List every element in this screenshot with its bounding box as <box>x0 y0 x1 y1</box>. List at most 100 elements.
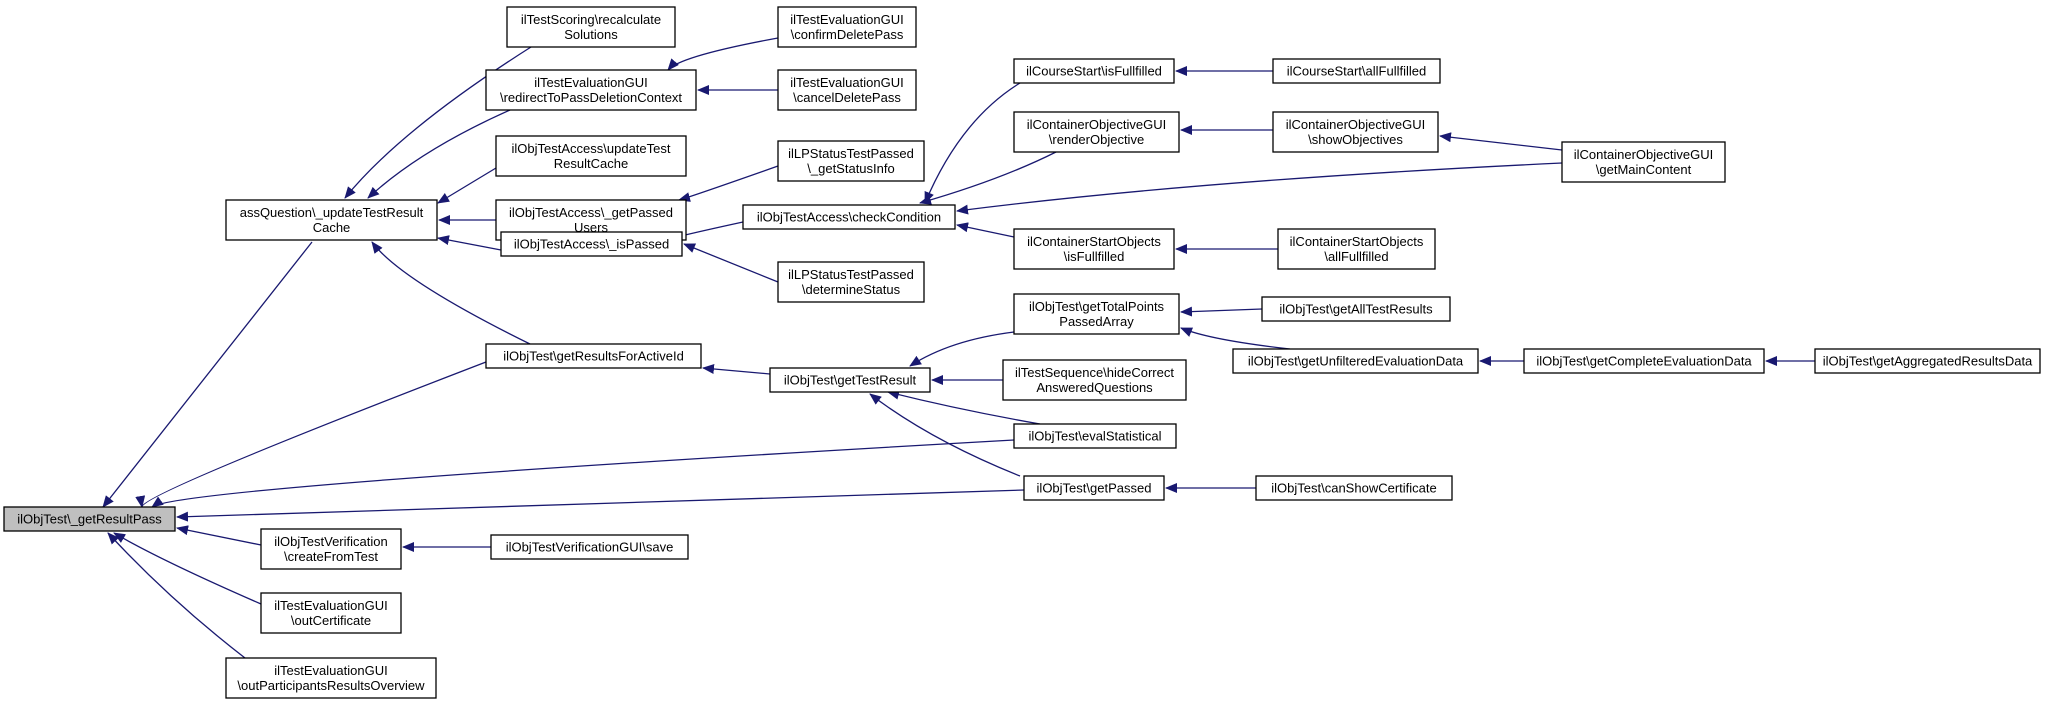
node-startall[interactable]: ilContainerStartObjects\allFullfilled <box>1277 228 1436 270</box>
edge-totalpoints-to-gettestresult <box>909 331 1015 367</box>
node-label: ilObjTestAccess\_isPassed <box>514 237 669 252</box>
edge-maincontent-to-checkcond <box>956 162 1563 215</box>
node-label: ilObjTest\getAggregatedResultsData <box>1823 354 2033 369</box>
node-label: \outCertificate <box>291 613 371 628</box>
node-label: ilObjTest\getResultsForActiveId <box>503 349 684 364</box>
node-box <box>225 199 438 241</box>
node-maincontent[interactable]: ilContainerObjectiveGUI\getMainContent <box>1561 141 1726 183</box>
node-label: Cache <box>313 220 351 235</box>
node-label: \renderObjective <box>1049 132 1144 147</box>
node-label: \determineStatus <box>802 282 901 297</box>
node-box <box>3 506 176 532</box>
node-label: ilCourseStart\allFullfilled <box>1287 64 1426 79</box>
edge-detstatus-to-ispassed <box>683 243 779 283</box>
node-box <box>1232 348 1479 374</box>
node-outcert[interactable]: ilTestEvaluationGUI\outCertificate <box>260 592 402 634</box>
node-box <box>769 367 931 393</box>
node-label: \cancelDeletePass <box>793 90 901 105</box>
node-courseall[interactable]: ilCourseStart\allFullfilled <box>1272 58 1441 84</box>
node-box <box>1002 359 1187 401</box>
edge-maincontent-to-showobj <box>1439 132 1563 151</box>
node-renderobj[interactable]: ilContainerObjectiveGUI\renderObjective <box>1013 111 1180 153</box>
node-confirmdel[interactable]: ilTestEvaluationGUI\confirmDeletePass <box>777 6 917 48</box>
node-label: ilObjTest\getTestResult <box>784 373 917 388</box>
node-evalstat[interactable]: ilObjTest\evalStatistical <box>1013 423 1177 449</box>
node-label: \isFullfilled <box>1064 249 1125 264</box>
node-label: ilTestEvaluationGUI <box>534 75 647 90</box>
node-box <box>1013 111 1180 153</box>
node-label: ilObjTest\evalStatistical <box>1029 429 1162 444</box>
node-box <box>225 657 437 699</box>
node-box <box>485 69 697 111</box>
node-root[interactable]: ilObjTest\_getResultPass <box>3 506 176 532</box>
node-canceldel[interactable]: ilTestEvaluationGUI\cancelDeletePass <box>777 69 917 111</box>
node-box <box>777 261 925 303</box>
node-label: \outParticipantsResultsOverview <box>237 678 425 693</box>
node-getres[interactable]: ilObjTest\getResultsForActiveId <box>485 343 702 369</box>
node-startobj[interactable]: ilContainerStartObjects\isFullfilled <box>1013 228 1175 270</box>
node-box <box>500 231 683 257</box>
edge-lpstatus-to-getpassedusers <box>678 165 779 202</box>
node-outpart[interactable]: ilTestEvaluationGUI\outParticipantsResul… <box>225 657 437 699</box>
node-verif[interactable]: ilObjTestVerification\createFromTest <box>260 528 402 570</box>
node-label: PassedArray <box>1059 314 1134 329</box>
node-ispassed[interactable]: ilObjTestAccess\_isPassed <box>500 231 683 257</box>
node-label: ilObjTest\canShowCertificate <box>1271 481 1436 496</box>
node-box <box>1013 423 1177 449</box>
node-label: ilObjTest\getAllTestResults <box>1279 302 1433 317</box>
node-box <box>485 343 702 369</box>
node-label: Solutions <box>564 27 618 42</box>
node-label: ilContainerObjectiveGUI <box>1027 117 1166 132</box>
edge-startobj-to-checkcond <box>956 222 1015 238</box>
node-getpassed[interactable]: ilObjTest\getPassed <box>1023 475 1165 501</box>
node-box <box>1561 141 1726 183</box>
edge-assq-to-root <box>102 241 313 508</box>
node-label: ilTestEvaluationGUI <box>274 663 387 678</box>
edge-getpassed-to-gettestresult <box>869 393 1021 477</box>
node-verifsave[interactable]: ilObjTestVerificationGUI\save <box>490 534 689 560</box>
node-lpstatus[interactable]: ilLPStatusTestPassed\_getStatusInfo <box>777 140 925 182</box>
node-canshow[interactable]: ilObjTest\canShowCertificate <box>1255 475 1453 501</box>
node-label: ilObjTest\getUnfilteredEvaluationData <box>1248 354 1464 369</box>
node-redirect[interactable]: ilTestEvaluationGUI\redirectToPassDeleti… <box>485 69 697 111</box>
node-box <box>260 528 402 570</box>
node-coursestart[interactable]: ilCourseStart\isFullfilled <box>1013 58 1175 84</box>
node-label: ilLPStatusTestPassed <box>788 267 914 282</box>
node-checkcond[interactable]: ilObjTestAccess\checkCondition <box>742 204 956 230</box>
node-alltest[interactable]: ilObjTest\getAllTestResults <box>1261 296 1451 322</box>
node-unfiltered[interactable]: ilObjTest\getUnfilteredEvaluationData <box>1232 348 1479 374</box>
node-layer: ilObjTest\_getResultPass assQuestion\_upd… <box>3 6 2041 699</box>
node-box <box>1013 228 1175 270</box>
node-complete[interactable]: ilObjTest\getCompleteEvaluationData <box>1523 348 1765 374</box>
node-hidecorrect[interactable]: ilTestSequence\hideCorrectAnsweredQuesti… <box>1002 359 1187 401</box>
node-label: ilObjTest\getTotalPoints <box>1029 299 1165 314</box>
edge-getres-to-assq <box>371 241 531 345</box>
node-aggregated[interactable]: ilObjTest\getAggregatedResultsData <box>1814 348 2041 374</box>
node-label: \getMainContent <box>1596 162 1692 177</box>
node-label: ilObjTestAccess\updateTest <box>512 141 671 156</box>
edge-verif-to-root <box>176 525 262 546</box>
node-label: ilLPStatusTestPassed <box>788 146 914 161</box>
edge-scoring-to-assq <box>344 46 532 199</box>
node-label: ilContainerStartObjects <box>1027 234 1161 249</box>
node-detstatus[interactable]: ilLPStatusTestPassed\determineStatus <box>777 261 925 303</box>
node-box <box>777 69 917 111</box>
edge-alltest-to-totalpoints <box>1180 306 1263 317</box>
node-label: assQuestion\_updateTestResult <box>240 205 424 220</box>
node-showobj[interactable]: ilContainerObjectiveGUI\showObjectives <box>1272 111 1439 153</box>
node-box <box>777 6 917 48</box>
node-label: AnsweredQuestions <box>1036 380 1153 395</box>
node-label: ilTestSequence\hideCorrect <box>1015 365 1174 380</box>
node-box <box>1523 348 1765 374</box>
node-label: ilContainerObjectiveGUI <box>1574 147 1713 162</box>
node-gettestresult[interactable]: ilObjTest\getTestResult <box>769 367 931 393</box>
node-box <box>1272 58 1441 84</box>
node-label: \createFromTest <box>284 549 378 564</box>
node-label: \redirectToPassDeletionContext <box>500 90 682 105</box>
node-label: ilObjTest\getCompleteEvaluationData <box>1536 354 1752 369</box>
